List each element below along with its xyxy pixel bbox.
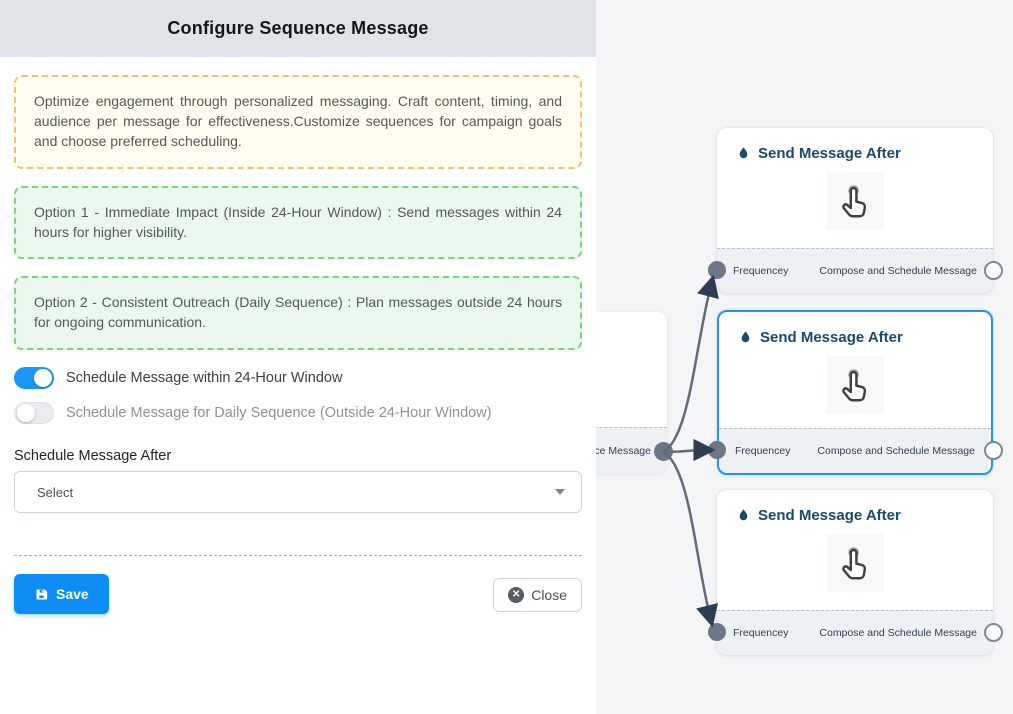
frequency-label: Frequencey [735, 445, 791, 457]
tap-target[interactable] [826, 534, 884, 592]
output-handle[interactable] [984, 623, 1003, 642]
node-title: Send Message After [758, 507, 901, 524]
toggle-knob [34, 369, 52, 388]
send-message-after-node-1[interactable]: Send Message After Frequencey Compose an… [708, 128, 1003, 293]
schedule-daily-toggle[interactable] [14, 402, 54, 425]
sequence-flow-canvas[interactable]: ce Message Send Message After Frequencey… [596, 0, 1013, 714]
node-footer: Frequencey Compose and Schedule Message [717, 610, 993, 655]
source-output-handle[interactable] [654, 442, 673, 461]
source-message-node[interactable]: ce Message [596, 312, 673, 473]
edge-to-node-3 [662, 450, 719, 628]
input-handle[interactable] [708, 261, 726, 279]
node-title: Send Message After [760, 329, 903, 346]
schedule-after-label: Schedule Message After [14, 448, 172, 465]
water-drop-icon [739, 509, 748, 521]
send-message-after-node-3[interactable]: Send Message After Frequencey Compose an… [708, 490, 1003, 655]
node-title-row: Send Message After [717, 128, 993, 162]
node-title-row: Send Message After [717, 490, 993, 524]
panel-body: Optimize engagement through personalized… [0, 75, 596, 615]
chevron-down-icon [555, 489, 565, 496]
tap-click-icon [842, 369, 867, 402]
configure-sequence-panel: Configure Sequence Message Optimize enga… [0, 0, 596, 615]
schedule-24h-toggle[interactable] [14, 367, 54, 390]
save-icon [36, 589, 48, 600]
close-button[interactable]: ✕ Close [493, 578, 582, 613]
send-message-after-node-2[interactable]: Send Message After Frequencey Compose an… [708, 310, 1003, 475]
compose-label: Compose and Schedule Message [817, 445, 975, 457]
compose-label: Compose and Schedule Message [819, 265, 977, 277]
schedule-24h-toggle-label: Schedule Message within 24-Hour Window [66, 370, 343, 387]
tap-click-icon [842, 185, 867, 218]
toggle-knob [17, 404, 35, 423]
frequency-label: Frequencey [733, 265, 789, 277]
save-button[interactable]: Save [14, 574, 109, 615]
source-node-footer-label: ce Message [596, 444, 651, 457]
schedule-daily-toggle-label: Schedule Message for Daily Sequence (Out… [66, 405, 492, 422]
water-drop-icon [741, 331, 750, 343]
button-row: Save ✕ Close [14, 574, 582, 615]
toggle-row-daily: Schedule Message for Daily Sequence (Out… [14, 402, 582, 425]
tap-click-icon [842, 547, 867, 580]
tap-target[interactable] [826, 356, 884, 414]
node-title-row: Send Message After [719, 312, 991, 346]
schedule-after-select[interactable]: Select [14, 471, 582, 514]
output-handle[interactable] [984, 261, 1003, 280]
close-icon: ✕ [508, 587, 525, 604]
option2-note: Option 2 - Consistent Outreach (Daily Se… [14, 276, 582, 351]
compose-label: Compose and Schedule Message [819, 627, 977, 639]
edge-to-node-1 [662, 274, 719, 454]
node-footer: Frequencey Compose and Schedule Message [719, 428, 991, 473]
frequency-label: Frequencey [733, 627, 789, 639]
page-title: Configure Sequence Message [167, 18, 429, 38]
input-handle[interactable] [708, 441, 726, 459]
intro-note: Optimize engagement through personalized… [14, 75, 582, 169]
footer-divider [14, 555, 582, 557]
output-handle[interactable] [984, 441, 1003, 460]
save-button-label: Save [56, 586, 89, 603]
node-footer: Frequencey Compose and Schedule Message [717, 248, 993, 293]
option1-note: Option 1 - Immediate Impact (Inside 24-H… [14, 185, 582, 260]
input-handle[interactable] [708, 623, 726, 641]
select-value: Select [37, 484, 74, 500]
water-drop-icon [739, 147, 748, 159]
panel-header: Configure Sequence Message [0, 0, 596, 57]
toggle-row-24h: Schedule Message within 24-Hour Window [14, 367, 582, 390]
node-title: Send Message After [758, 145, 901, 162]
close-button-label: Close [531, 587, 567, 604]
tap-target[interactable] [826, 172, 884, 230]
